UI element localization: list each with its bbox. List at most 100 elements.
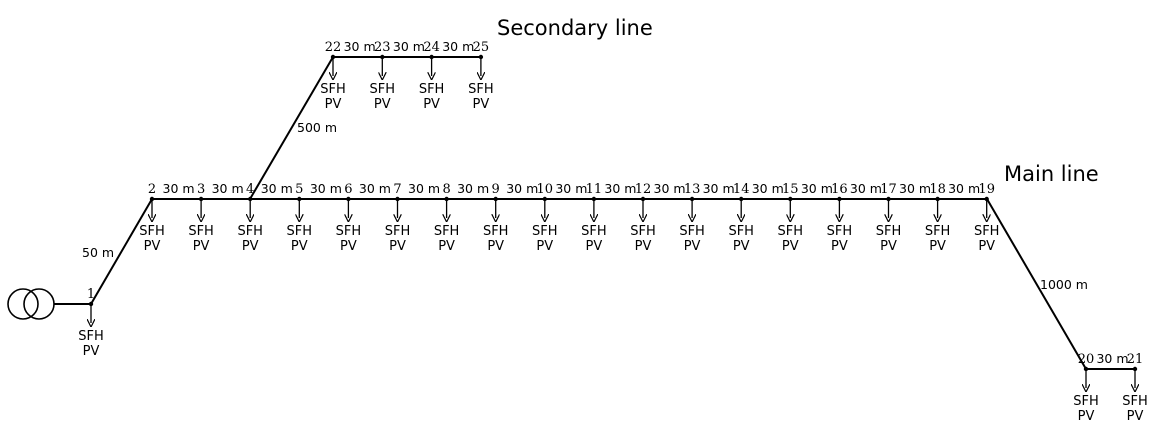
segment-length-label: 30 m [801, 181, 833, 196]
load-label-sfh: SFH [320, 82, 346, 97]
feeder-1-2 [90, 198, 153, 305]
segment-length-label: 30 m [359, 181, 391, 196]
load-label-sfh: SFH [419, 82, 445, 97]
feeder-label-4-22: 500 m [297, 120, 337, 135]
load-label-pv: PV [193, 239, 210, 254]
load-label-sfh: SFH [468, 82, 494, 97]
node-number-21: 21 [1127, 352, 1144, 367]
load-label-pv: PV [438, 239, 455, 254]
load-label-pv: PV [144, 239, 161, 254]
load-label-sfh: SFH [1073, 394, 1099, 409]
segment-length-label: 30 m [163, 181, 195, 196]
segment-length-label: 30 m [344, 39, 376, 54]
segment-length-label: 30 m [850, 181, 882, 196]
node-number-9: 9 [492, 182, 500, 197]
node-number-13: 13 [684, 182, 701, 197]
segment-length-label: 30 m [457, 181, 489, 196]
segment-length-label: 30 m [506, 181, 538, 196]
feeder-19-20 [986, 198, 1087, 370]
segment-length-label: 30 m [899, 181, 931, 196]
load-label-pv: PV [1078, 409, 1095, 423]
segment-length-label: 30 m [212, 181, 244, 196]
load-label-sfh: SFH [370, 82, 396, 97]
node-number-23: 23 [374, 40, 391, 55]
load-label-sfh: SFH [287, 224, 313, 239]
segment-length-label: 30 m [310, 181, 342, 196]
load-label-pv: PV [374, 97, 391, 112]
load-label-sfh: SFH [728, 224, 754, 239]
load-label-pv: PV [242, 239, 259, 254]
segment-length-label: 30 m [752, 181, 784, 196]
node-number-7: 7 [393, 182, 401, 197]
load-label-pv: PV [831, 239, 848, 254]
node-number-5: 5 [295, 182, 303, 197]
load-label-pv: PV [83, 344, 100, 359]
load-label-pv: PV [291, 239, 308, 254]
load-label-sfh: SFH [679, 224, 705, 239]
transformer-icon [7, 288, 55, 320]
segment-length-label: 30 m [654, 181, 686, 196]
main-line-title: Main line [1004, 162, 1099, 186]
node-number-11: 11 [586, 182, 603, 197]
segment-length-label: 30 m [261, 181, 293, 196]
feeder-label-19-20: 1000 m [1040, 277, 1088, 292]
node-number-18: 18 [929, 182, 946, 197]
load-label-sfh: SFH [778, 224, 804, 239]
load-label-pv: PV [978, 239, 995, 254]
segment-length-label: 30 m [1096, 351, 1128, 366]
node-number-20: 20 [1078, 352, 1095, 367]
segment-length-label: 30 m [948, 181, 980, 196]
load-label-pv: PV [325, 97, 342, 112]
load-label-pv: PV [340, 239, 357, 254]
load-label-pv: PV [487, 239, 504, 254]
node-number-17: 17 [880, 182, 897, 197]
load-label-pv: PV [635, 239, 652, 254]
load-label-pv: PV [880, 239, 897, 254]
node-number-19: 19 [978, 182, 995, 197]
load-label-pv: PV [389, 239, 406, 254]
node-number-8: 8 [442, 182, 450, 197]
secondary-line-title: Secondary line [497, 16, 653, 40]
load-label-sfh: SFH [532, 224, 558, 239]
node-number-10: 10 [537, 182, 554, 197]
node-number-14: 14 [733, 182, 750, 197]
node-number-25: 25 [473, 40, 490, 55]
load-label-pv: PV [782, 239, 799, 254]
load-label-sfh: SFH [974, 224, 1000, 239]
segment-length-label: 30 m [408, 181, 440, 196]
load-label-sfh: SFH [581, 224, 607, 239]
load-label-sfh: SFH [336, 224, 362, 239]
node-number-3: 3 [197, 182, 205, 197]
load-label-pv: PV [929, 239, 946, 254]
load-label-sfh: SFH [1122, 394, 1148, 409]
segment-length-label: 30 m [604, 181, 636, 196]
load-label-sfh: SFH [483, 224, 509, 239]
load-label-sfh: SFH [434, 224, 460, 239]
node-number-4: 4 [246, 182, 254, 197]
load-label-pv: PV [586, 239, 603, 254]
segment-length-label: 30 m [555, 181, 587, 196]
load-label-sfh: SFH [827, 224, 853, 239]
load-label-sfh: SFH [385, 224, 411, 239]
load-label-pv: PV [684, 239, 701, 254]
node-number-24: 24 [423, 40, 440, 55]
feeder-4-22 [249, 56, 334, 200]
load-label-pv: PV [1127, 409, 1144, 423]
load-label-sfh: SFH [78, 329, 104, 344]
feeder-label-1-2: 50 m [82, 245, 114, 260]
load-label-sfh: SFH [630, 224, 656, 239]
load-label-pv: PV [473, 97, 490, 112]
node-number-22: 22 [325, 40, 342, 55]
node-number-12: 12 [635, 182, 652, 197]
load-label-pv: PV [536, 239, 553, 254]
node-number-6: 6 [344, 182, 352, 197]
load-label-sfh: SFH [237, 224, 263, 239]
segment-length-label: 30 m [393, 39, 425, 54]
node-number-2: 2 [148, 182, 156, 197]
node-number-15: 15 [782, 182, 799, 197]
